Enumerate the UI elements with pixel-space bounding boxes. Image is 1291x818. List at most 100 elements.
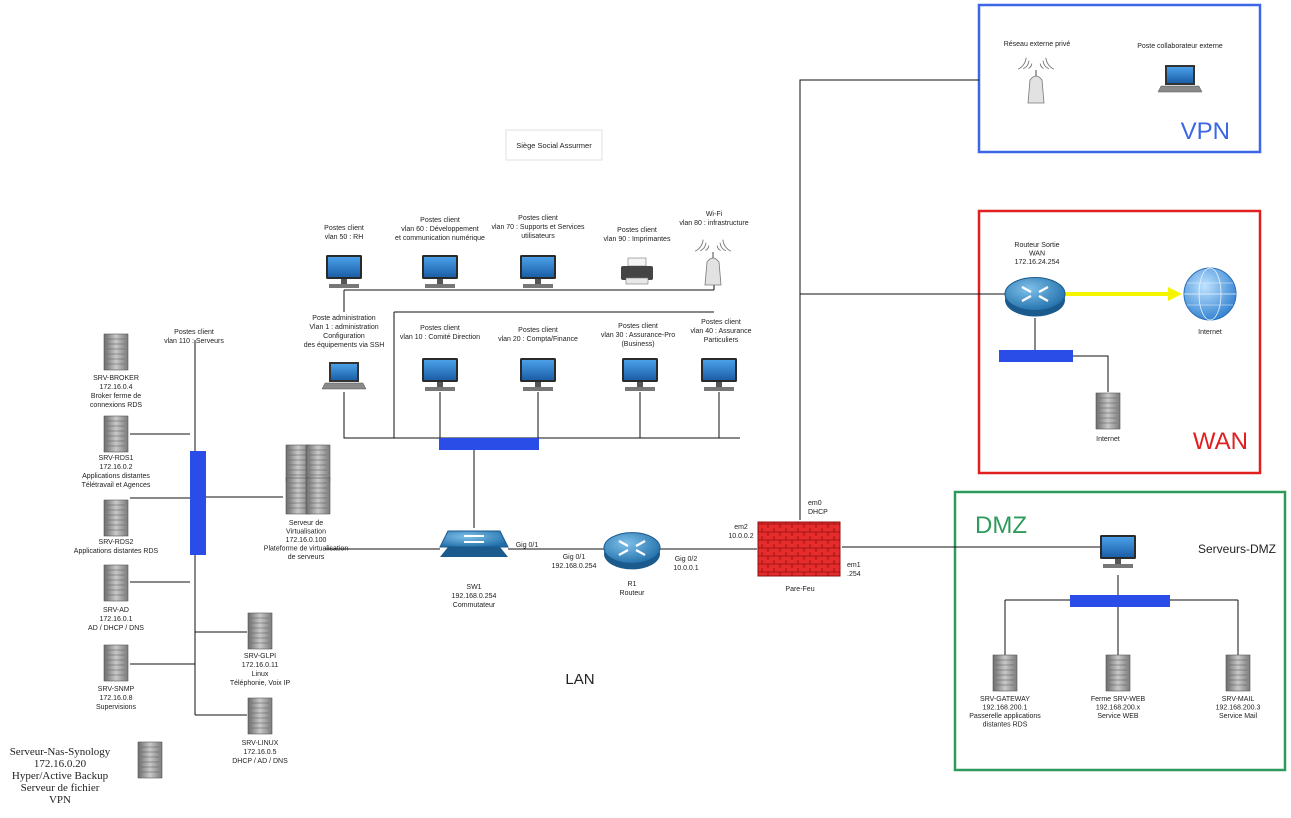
dmz-servers-subtitle: Serveurs-DMZ <box>1198 542 1276 556</box>
srv-glpi-label-line: 172.16.0.11 <box>242 662 279 669</box>
wan-router-icon[interactable] <box>1004 277 1066 317</box>
lan-server-icon-1[interactable] <box>103 333 129 371</box>
firewall-em0-label-line: DHCP <box>808 509 828 516</box>
wan-router-label-line: Routeur Sortie <box>1014 242 1059 249</box>
wifi-vlan80-icon[interactable] <box>694 239 732 286</box>
client-vlan60-icon[interactable] <box>422 255 458 288</box>
wan-router-label-line: 172.16.24.254 <box>1015 259 1060 266</box>
bottom-client-label-3-line: vlan 30 : Assurance-Pro <box>601 332 675 339</box>
dmz-server-label-1-line: distantes RDS <box>983 722 1028 729</box>
lan-server-icon-2[interactable] <box>103 415 129 453</box>
bottom-client-label-3-line: (Business) <box>621 341 654 348</box>
srv-glpi-icon[interactable] <box>247 612 273 650</box>
nas-label-line: 172.16.0.20 <box>34 758 87 770</box>
client-vlan40-icon[interactable] <box>701 358 737 391</box>
lan-server-label-1-line: connexions RDS <box>90 402 142 409</box>
firewall-icon[interactable] <box>757 521 841 577</box>
client-vlan50-icon[interactable] <box>326 255 362 288</box>
sw1-switch-icon[interactable] <box>439 530 509 557</box>
sw1-label-line: Commutateur <box>453 602 496 609</box>
top-client-label-2-line: vlan 60 : Développement <box>401 226 478 233</box>
dmz-workstation-icon[interactable] <box>1100 535 1136 568</box>
virtualization-label-line: 172.16.0.100 <box>286 537 327 544</box>
dmz-server-icon-2[interactable] <box>1105 654 1131 692</box>
site-label: Siège Social Assurmer <box>516 141 592 150</box>
lan-server-label-1-line: Broker ferme de <box>91 393 141 400</box>
top-client-label-1-line: vlan 50 : RH <box>325 234 364 241</box>
dmz-server-label-1-line: SRV-GATEWAY <box>980 696 1030 703</box>
lan-server-label-5-line: Supervisions <box>96 704 137 711</box>
nas-server-icon[interactable] <box>137 741 163 779</box>
nas-label-line: Serveur-Nas-Synology <box>10 746 111 758</box>
dmz-server-label-2-line: 192.168.200.x <box>1096 705 1141 712</box>
srv-linux-label-line: DHCP / AD / DNS <box>232 758 288 765</box>
top-client-label-1-line: Postes client <box>324 225 364 232</box>
srv-glpi-label-line: Linux <box>252 671 269 678</box>
r1-label-line: R1 <box>628 581 637 588</box>
lan-server-label-4-line: 172.16.0.1 <box>99 616 132 623</box>
wan-zone-title: WAN <box>1193 428 1248 455</box>
lan-server-label-2-line: SRV-RDS1 <box>99 455 134 462</box>
dmz-server-label-3-line: 192.168.200.3 <box>1216 705 1261 712</box>
srv-linux-icon[interactable] <box>247 697 273 735</box>
vpn-access-point-icon[interactable] <box>1017 57 1055 104</box>
top-client-label-2-line: Postes client <box>420 217 460 224</box>
client-vlan70-icon[interactable] <box>520 255 556 288</box>
nas-label-line: VPN <box>49 794 71 806</box>
bottom-client-label-4-line: vlan 40 : Assurance <box>690 328 751 335</box>
firewall-em1-label: em1.254 <box>847 562 861 578</box>
dmz-server-icon-3[interactable] <box>1225 654 1251 692</box>
servers-vlan-label-line: Postes client <box>174 329 214 336</box>
r1-gig01-label-line: Gig 0/1 <box>563 554 586 561</box>
srv-linux-label-line: 172.16.0.5 <box>243 749 276 756</box>
admin-client-label-line: Vlan 1 : administration <box>309 324 378 331</box>
lan-server-icon-4[interactable] <box>103 564 129 602</box>
printer-vlan90-icon[interactable] <box>621 257 653 285</box>
servers-switch-bar <box>190 451 206 555</box>
lan-server-icon-3[interactable] <box>103 499 129 537</box>
wan-internet-server-label: Internet <box>1096 436 1120 443</box>
r1-router-icon[interactable] <box>603 532 661 570</box>
virtualization-label-line: Virtualisation <box>286 529 326 536</box>
dmz-server-icon-1[interactable] <box>992 654 1018 692</box>
vpn-laptop-icon[interactable] <box>1157 65 1203 93</box>
lan-server-label-5-line: SRV-SNMP <box>98 686 135 693</box>
admin-laptop-icon[interactable] <box>321 362 367 390</box>
nas-label-line: Serveur de fichier <box>21 782 100 794</box>
sw1-gig01-label: Gig 0/1 <box>516 542 539 549</box>
lan-server-label-3-line: Applications distantes RDS <box>74 548 159 555</box>
firewall-em1-label-line: em1 <box>847 562 861 569</box>
bottom-client-label-4-line: Particuliers <box>704 337 739 344</box>
client-vlan30-icon[interactable] <box>622 358 658 391</box>
client-vlan10-icon[interactable] <box>422 358 458 391</box>
client-vlan20-icon[interactable] <box>520 358 556 391</box>
admin-client-label-line: Poste administration <box>312 315 376 322</box>
lan-server-icon-5[interactable] <box>103 644 129 682</box>
top-client-label-5-line: vlan 80 : infrastructure <box>679 220 748 227</box>
virtualization-server-icon-4[interactable] <box>305 477 331 515</box>
dmz-switch-bar <box>1070 595 1170 607</box>
wan-internet-server-icon[interactable] <box>1095 392 1121 430</box>
top-client-label-3-line: Postes client <box>518 215 558 222</box>
admin-client-label-line: Configuration <box>323 333 365 340</box>
vpn-network-label: Réseau externe privé <box>1004 41 1071 48</box>
servers-vlan-label-line: vlan 110 : Serveurs <box>164 338 224 345</box>
top-client-label-2-line: et communication numérique <box>395 235 485 242</box>
internet-globe-icon <box>1183 267 1237 321</box>
virtualization-server-icon-2[interactable] <box>305 444 331 482</box>
lan-server-label-2-line: Applications distantes <box>82 473 150 480</box>
